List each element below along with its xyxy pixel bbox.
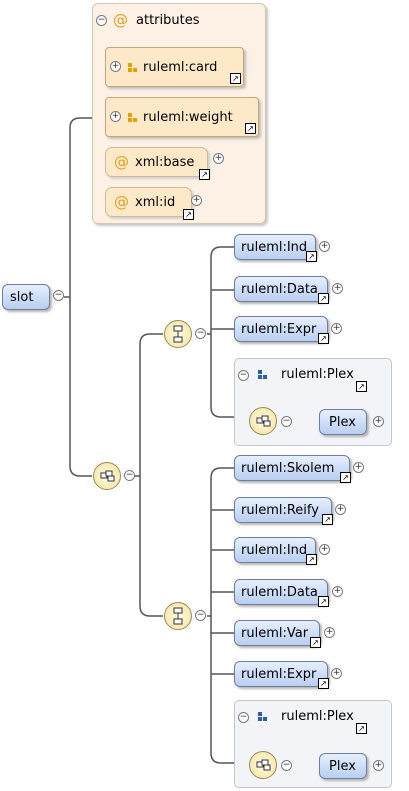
link-arrow-icon[interactable]: ↗ [183,209,194,220]
group-ruleml-plex: − ruleml:Plex ↗ − Plex + [234,358,392,446]
attributes-header: − @ attributes [96,11,199,29]
element-ruleml-var[interactable]: ruleml:Var ↗ [234,620,321,648]
element-ruleml-expr[interactable]: ruleml:Expr ↗ [234,661,329,689]
element-label: ruleml:Ind [241,542,308,558]
sequence-compositor-icon[interactable] [93,462,121,490]
element-plex[interactable]: Plex [319,409,367,435]
element-ruleml-reify[interactable]: ruleml:Reify ↗ [234,497,333,525]
attribute-xml-id[interactable]: @ xml:id ↗ [105,187,194,220]
element-slot[interactable]: slot [2,284,50,310]
attributes-group: − @ attributes + ruleml:card ↗ + ruleml:… [92,3,266,224]
link-arrow-icon[interactable]: ↗ [318,333,329,344]
link-arrow-icon[interactable]: ↗ [306,554,317,565]
link-arrow-icon[interactable]: ↗ [245,123,256,134]
collapse-toggle-icon[interactable]: − [238,370,249,381]
expand-toggle-icon[interactable]: + [213,153,224,164]
element-label: ruleml:Skolem [241,460,335,476]
expand-toggle-icon[interactable]: + [319,544,330,555]
link-arrow-icon[interactable]: ↗ [318,678,329,689]
collapse-toggle-icon[interactable]: − [96,14,107,26]
collapse-toggle-icon[interactable]: − [281,416,292,427]
expand-toggle-icon[interactable]: + [331,323,342,334]
link-arrow-icon[interactable]: ↗ [356,723,367,734]
element-label: Plex [329,758,356,774]
element-label: slot [10,289,34,305]
at-icon: @ [114,153,129,171]
attribute-group-icon [128,112,137,122]
link-arrow-icon[interactable]: ↗ [306,251,317,262]
collapse-toggle-icon[interactable]: − [281,760,292,771]
attribute-group-weight[interactable]: + ruleml:weight ↗ [105,97,259,137]
attribute-group-card[interactable]: + ruleml:card ↗ [105,47,244,87]
element-ruleml-skolem[interactable]: ruleml:Skolem ↗ [234,455,351,483]
group-label: ruleml:Plex [281,367,354,382]
group-label: ruleml:Plex [281,709,354,724]
attribute-xml-base[interactable]: @ xml:base ↗ [105,147,210,180]
expand-toggle-icon[interactable]: + [191,195,202,206]
at-icon: @ [114,193,129,211]
sequence-compositor-icon[interactable] [249,751,277,779]
expand-toggle-icon[interactable]: + [332,586,343,597]
element-label: ruleml:Expr [241,321,317,337]
attribute-label: xml:base [135,154,195,170]
link-arrow-icon[interactable]: ↗ [318,596,329,607]
element-label: ruleml:Data [241,281,318,297]
expand-toggle-icon[interactable]: + [110,111,121,122]
group-icon [258,712,267,721]
attribute-group-label: ruleml:card [143,59,218,75]
collapse-toggle-icon[interactable]: − [195,610,206,621]
link-arrow-icon[interactable]: ↗ [230,73,241,84]
link-arrow-icon[interactable]: ↗ [340,472,351,483]
at-icon: @ [113,11,128,29]
link-arrow-icon[interactable]: ↗ [199,169,210,180]
expand-toggle-icon[interactable]: + [319,241,330,252]
attributes-title: attributes [136,12,200,28]
element-ruleml-data[interactable]: ruleml:Data ↗ [234,579,329,607]
link-arrow-icon[interactable]: ↗ [318,293,329,304]
element-ruleml-ind[interactable]: ruleml:Ind ↗ [234,537,317,565]
attribute-group-label: ruleml:weight [143,109,233,125]
element-label: ruleml:Expr [241,666,317,682]
element-ruleml-expr[interactable]: ruleml:Expr ↗ [234,316,329,344]
group-icon [258,370,267,379]
expand-toggle-icon[interactable]: + [353,462,364,473]
collapse-toggle-icon[interactable]: − [238,712,249,723]
element-plex[interactable]: Plex [319,753,367,779]
expand-toggle-icon[interactable]: + [110,61,121,72]
element-label: ruleml:Data [241,584,318,600]
collapse-toggle-icon[interactable]: − [124,470,135,481]
expand-toggle-icon[interactable]: + [373,416,384,427]
link-arrow-icon[interactable]: ↗ [356,381,367,392]
expand-toggle-icon[interactable]: + [331,668,342,679]
attribute-group-icon [128,62,137,72]
sequence-compositor-icon[interactable] [249,407,277,435]
link-arrow-icon[interactable]: ↗ [322,514,333,525]
element-ruleml-ind[interactable]: ruleml:Ind ↗ [234,234,317,262]
link-arrow-icon[interactable]: ↗ [310,637,321,648]
expand-toggle-icon[interactable]: + [373,760,384,771]
element-label: Plex [329,414,356,430]
group-ruleml-plex: − ruleml:Plex ↗ − Plex + [234,700,392,788]
choice-compositor-icon[interactable] [164,602,192,630]
collapse-toggle-icon[interactable]: − [53,290,64,301]
choice-compositor-icon[interactable] [164,320,192,348]
expand-toggle-icon[interactable]: + [335,504,346,515]
expand-toggle-icon[interactable]: + [332,283,343,294]
expand-toggle-icon[interactable]: + [324,627,335,638]
element-label: ruleml:Var [241,625,309,641]
collapse-toggle-icon[interactable]: − [195,328,206,339]
element-label: ruleml:Reify [241,502,319,518]
element-ruleml-data[interactable]: ruleml:Data ↗ [234,276,329,304]
element-label: ruleml:Ind [241,239,308,255]
attribute-label: xml:id [135,194,176,210]
